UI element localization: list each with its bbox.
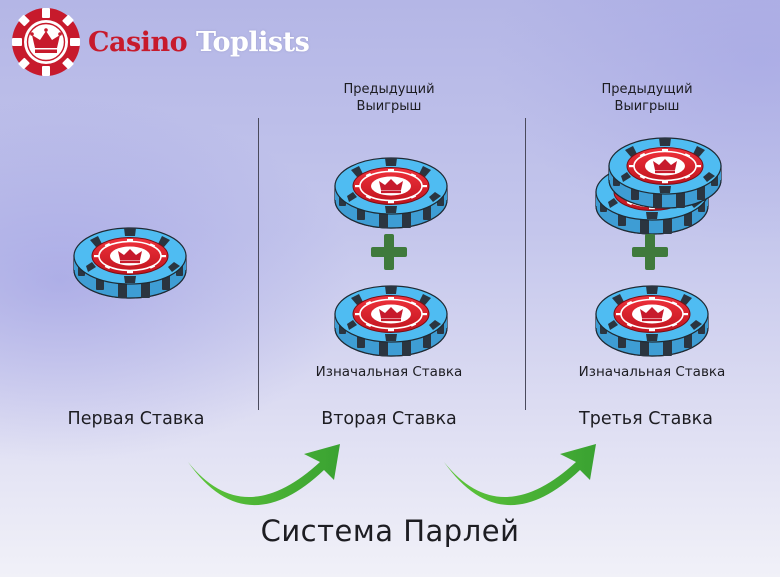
previous-win-label-line1: Предыдущий xyxy=(343,82,435,97)
logo-text-toplists: Toplists xyxy=(196,26,310,58)
plus-icon xyxy=(632,234,668,270)
curved-arrow-icon xyxy=(444,444,596,506)
previous-win-label-line2: Выигрыш xyxy=(614,99,680,114)
first-stake-label: Первая Ставка xyxy=(67,409,205,429)
previous-win-label: Предыдущий Выигрыш xyxy=(343,81,434,115)
previous-win-label-line2: Выигрыш xyxy=(356,99,422,114)
initial-stake-label: Изначальная Ставка xyxy=(315,364,463,380)
column-divider-1 xyxy=(258,118,259,410)
logo-text-casino: Casino xyxy=(88,26,188,58)
curved-arrow-icon xyxy=(188,444,340,506)
poker-chip-icon xyxy=(73,227,187,299)
logo[interactable]: Casino Toplists xyxy=(10,6,310,78)
diagram-title: Система Парлей xyxy=(260,514,520,548)
poker-chip-icon xyxy=(334,157,448,229)
second-stake-label: Вторая Ставка xyxy=(321,409,457,429)
previous-win-label: Предыдущий Выигрыш xyxy=(601,81,692,115)
poker-chip-icon xyxy=(608,137,722,209)
plus-icon xyxy=(371,234,407,270)
previous-win-label-line1: Предыдущий xyxy=(601,82,693,97)
poker-chip-icon xyxy=(334,285,448,357)
initial-stake-label: Изначальная Ставка xyxy=(578,364,726,380)
logo-text: Casino Toplists xyxy=(88,26,310,58)
column-divider-2 xyxy=(525,118,526,410)
third-stake-label: Третья Ставка xyxy=(579,409,713,429)
poker-chip-icon xyxy=(595,285,709,357)
casino-chip-crown-logo xyxy=(12,8,80,76)
